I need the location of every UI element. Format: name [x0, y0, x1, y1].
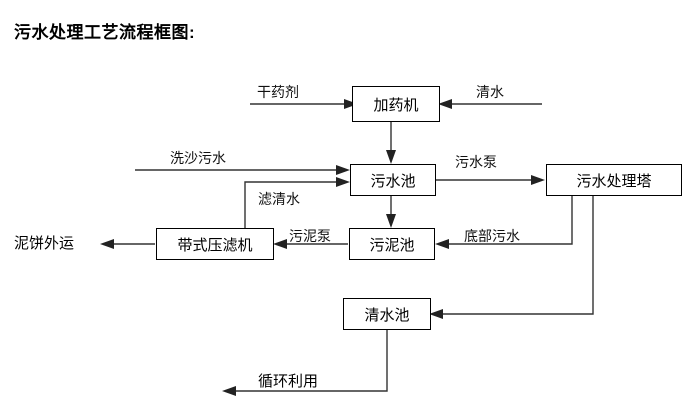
edge-label-sand-washing-sewage: 洗沙污水 — [170, 150, 226, 166]
edge-label-sewage-pump: 污水泵 — [455, 154, 497, 170]
node-label: 污水处理塔 — [576, 172, 652, 190]
node-sludge-pool[interactable]: 污泥池 — [349, 228, 435, 260]
edge-label-bottom-sewage: 底部污水 — [464, 228, 520, 244]
node-dosing-machine[interactable]: 加药机 — [352, 86, 440, 122]
node-label: 带式压滤机 — [177, 236, 253, 254]
node-label: 加药机 — [373, 96, 419, 114]
edge-label-filtered-clear-water: 滤清水 — [258, 191, 300, 207]
node-sewage-pool[interactable]: 污水池 — [350, 164, 436, 196]
label-mud-cake-out: 泥饼外运 — [14, 235, 75, 252]
page-title: 污水处理工艺流程框图: — [14, 23, 196, 42]
edge-label-dry-chemical: 干药剂 — [257, 84, 299, 100]
node-belt-filter-press[interactable]: 带式压滤机 — [156, 228, 274, 260]
edge-label-sludge-pump: 污泥泵 — [289, 228, 331, 244]
node-label: 污水池 — [370, 172, 416, 190]
node-label: 污泥池 — [369, 236, 415, 254]
node-clean-water-pool[interactable]: 清水池 — [343, 298, 431, 330]
node-sewage-treatment-tower[interactable]: 污水处理塔 — [546, 164, 682, 196]
node-label: 清水池 — [364, 306, 410, 324]
edge-label-clean-water-in: 清水 — [476, 84, 504, 100]
label-recycle-reuse: 循环利用 — [258, 373, 319, 390]
